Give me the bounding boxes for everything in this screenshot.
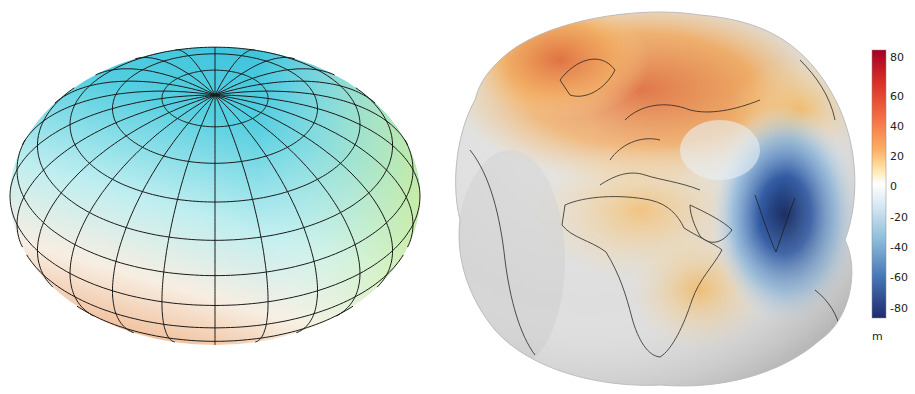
scale-tick-label: 0: [890, 181, 897, 193]
graticule-line: [135, 58, 215, 96]
graticule-line: [215, 91, 408, 145]
graticule-line: [17, 95, 215, 247]
scale-tick-label: -60: [890, 272, 908, 284]
graticule-line: [113, 95, 216, 333]
scale-tick-label: -20: [890, 212, 908, 224]
unit-label: m: [872, 331, 883, 343]
graticule-line: [96, 69, 216, 95]
graticule-line: [55, 81, 215, 103]
scale-tick-label: -40: [890, 242, 908, 254]
scale-tick-label: -80: [890, 303, 908, 315]
scale-tick-label: 80: [890, 52, 904, 64]
scale-tick-label: 20: [890, 151, 904, 163]
ellipsoid: [10, 47, 420, 345]
graticule-line: [176, 50, 215, 95]
graticule-line: [215, 95, 216, 345]
scale-tick-label: 40: [890, 121, 904, 133]
graticule-line: [215, 95, 268, 342]
graticule-line: [10, 95, 215, 196]
graticule-line: [70, 95, 215, 316]
graticule-line: [38, 95, 216, 287]
graticule-line: [23, 91, 216, 145]
scale-tick-label: 60: [890, 91, 904, 103]
graticule-line: [162, 95, 215, 342]
graticule: [10, 47, 420, 345]
graticule-line: [215, 50, 254, 95]
graticule-line: [215, 95, 360, 316]
geoid: [440, 0, 870, 394]
color-bar: [872, 50, 886, 318]
graticule-line: [215, 47, 216, 95]
